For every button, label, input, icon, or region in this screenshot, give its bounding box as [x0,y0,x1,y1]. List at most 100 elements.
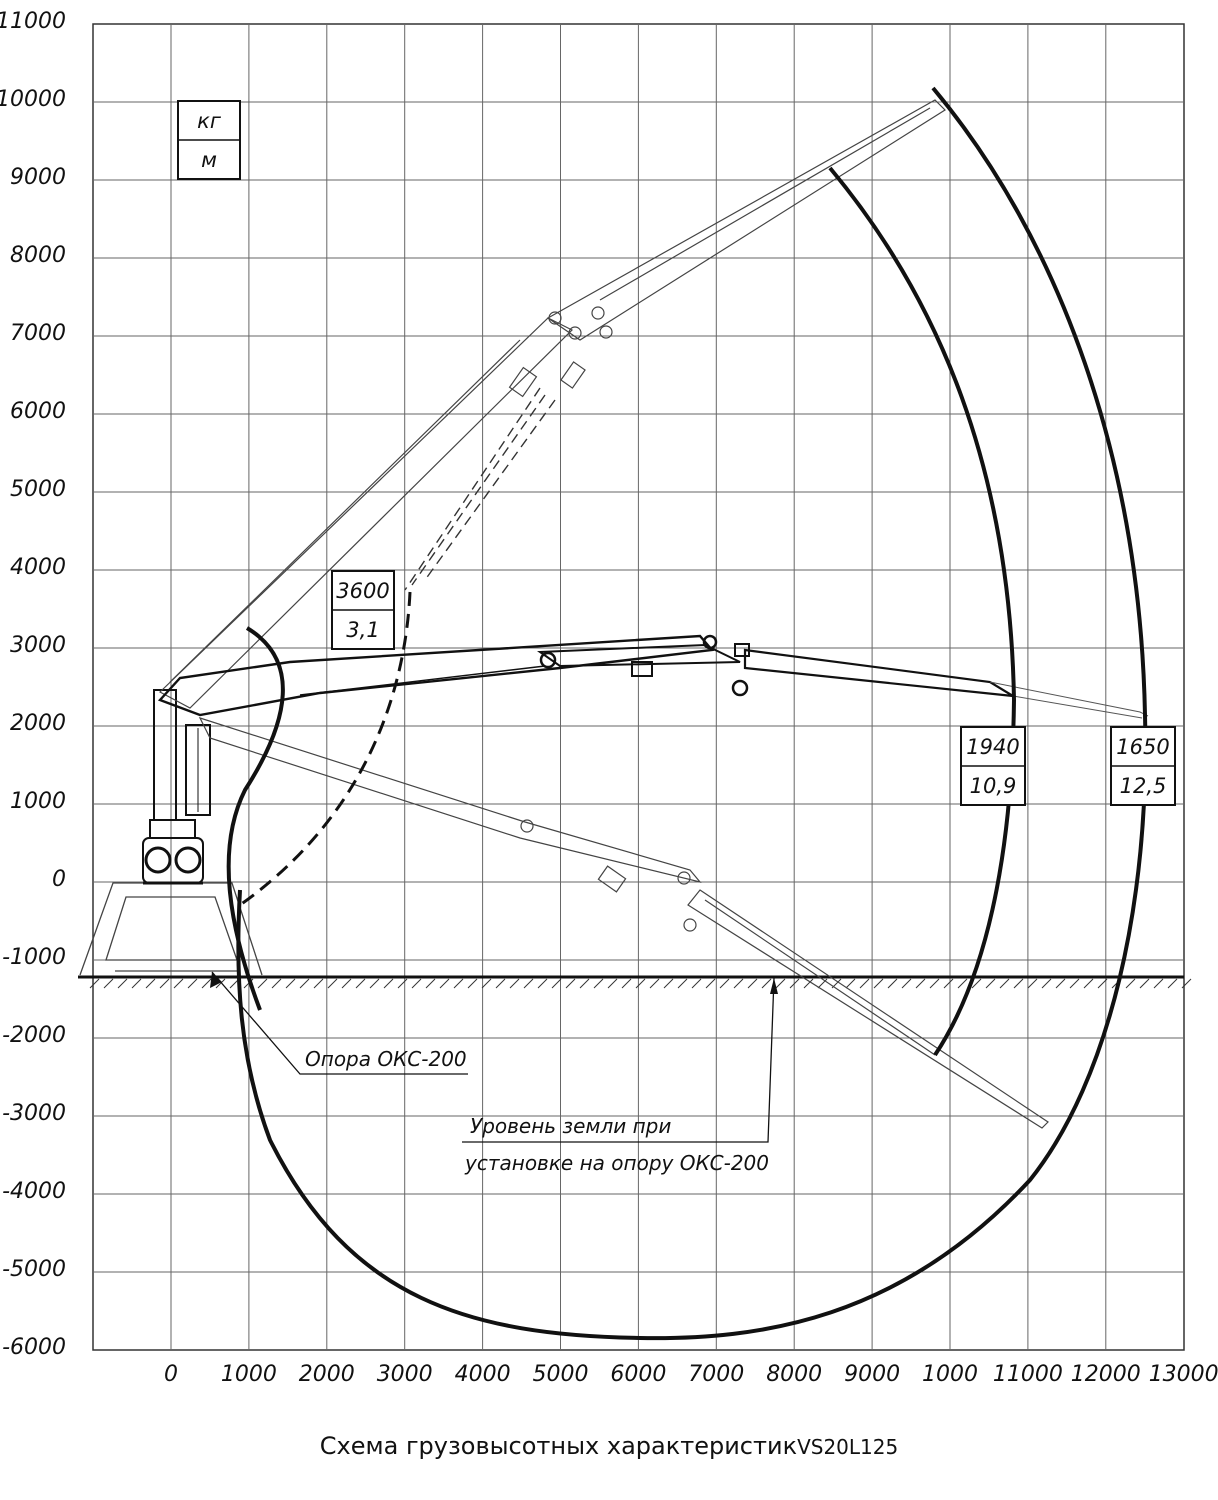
ground-hatch-mark [859,978,870,989]
ground-label-line2: установке на опору ОКС-200 [464,1151,769,1175]
y-tick-label: 1000 [10,789,66,814]
y-tick-label: 11000 [0,9,66,34]
support-annotation: Опора ОКС-200 [210,971,468,1075]
ground-hatch-mark [971,978,982,989]
ground-hatch-mark [593,978,604,989]
ground-hatch-mark [537,978,548,989]
ground-hatch-mark [691,978,702,989]
crane-column [142,689,211,885]
boom-dashed-extension [404,387,556,591]
ground-hatch-mark [551,978,562,989]
ground-hatch-mark [775,978,786,989]
ground-hatch-mark [355,978,366,989]
x-tick-label: 8000 [766,1362,822,1387]
ground-hatch-mark [1055,978,1066,989]
load-value: 1650 [1116,735,1169,759]
ground-hatch-mark [803,978,814,989]
ground-hatch-mark [845,978,856,989]
reach-value: 10,9 [970,774,1017,798]
page-caption: Схема грузовысотных характеристикVS20L12… [0,1432,1218,1460]
working-range-curves [226,86,1148,1341]
y-tick-label: 7000 [10,321,66,346]
ground-hatch-mark [1153,978,1164,989]
units-box-load-unit: кг [197,109,222,133]
y-tick-label: 0 [52,867,66,892]
ground-hatch-mark [705,978,716,989]
ground-hatch-mark [565,978,576,989]
y-tick-label: 4000 [10,555,66,580]
ground-hatch-mark [747,978,758,989]
ground-hatch-mark [929,978,940,989]
y-tick-label: 3000 [10,633,66,658]
ground-hatch-mark [817,978,828,989]
load-point-box-2: 1940 10,9 [960,726,1026,806]
ground-hatch-mark [635,978,646,989]
ground-hatch-mark [271,978,282,989]
x-tick-label: 3000 [377,1362,433,1387]
ground-hatch-mark [411,978,422,989]
ground-hatch-mark [481,978,492,989]
y-tick-label: 2000 [10,711,66,736]
ground-hatch-mark [341,978,352,989]
ground-hatch-mark [187,978,198,989]
support-label: Опора ОКС-200 [305,1047,467,1071]
ground-hatch-mark [215,978,226,989]
caption-model: VS20L125 [797,1435,899,1459]
ground-hatch-mark [677,978,688,989]
mid-range-curve [828,166,1017,1057]
x-tick-label: 11000 [993,1362,1063,1387]
ground-hatch-mark [131,978,142,989]
ground-hatch-mark [145,978,156,989]
ground-hatch-mark [285,978,296,989]
ground-hatch-mark [1181,978,1192,989]
ground-hatch-mark [1083,978,1094,989]
ground-hatch-mark [257,978,268,989]
x-tick-label: 1000 [221,1362,277,1387]
load-point-box-3: 1650 12,5 [1110,726,1176,806]
ground-hatch-mark [173,978,184,989]
x-tick-label: 4000 [455,1362,511,1387]
boom-upper-position [158,99,946,709]
y-tick-label: -2000 [2,1023,66,1048]
ground-hatch-mark [901,978,912,989]
ground-hatch-mark [159,978,170,989]
ground-hatch-mark [1125,978,1136,989]
ground-hatch-mark [523,978,534,989]
ground-hatch-mark [425,978,436,989]
y-tick-label: -4000 [2,1179,66,1204]
ground-hatch-mark [985,978,996,989]
ground-hatch-mark [1013,978,1024,989]
x-tick-label: 0 [164,1362,178,1387]
ground-hatch-mark [943,978,954,989]
caption-title: Схема грузовысотных характеристик [319,1432,798,1460]
max-reach-dashed-curve [239,591,412,907]
ground-hatch-mark [663,978,674,989]
y-tick-label: 9000 [10,165,66,190]
ground-annotation: Уровень земли при установке на опору ОКС… [462,977,778,1175]
ground-hatch-mark [789,978,800,989]
ground-hatch-mark [1069,978,1080,989]
y-tick-label: 5000 [10,477,66,502]
ground-hatch-mark [313,978,324,989]
ground-hatch-mark [579,978,590,989]
load-value: 1940 [966,735,1019,759]
ground-hatch-mark [467,978,478,989]
load-point-box-1: 3600 3,1 [331,570,395,650]
ground-hatch-mark [495,978,506,989]
ground-hatch-mark [397,978,408,989]
ground-hatch-mark [1139,978,1150,989]
x-tick-label: 7000 [688,1362,744,1387]
reach-value: 12,5 [1120,774,1167,798]
ground-hatch-mark [509,978,520,989]
rotator-left-gear-icon [144,846,172,874]
y-tick-label: 10000 [0,87,66,112]
outer-range-curve [236,86,1148,1341]
ground-hatch-mark [369,978,380,989]
x-tick-label: 13000 [1149,1362,1218,1387]
ground-hatch-mark [201,978,212,989]
ground-hatch-mark [915,978,926,989]
ground-hatch-mark [1167,978,1178,989]
y-tick-label: -1000 [2,945,66,970]
